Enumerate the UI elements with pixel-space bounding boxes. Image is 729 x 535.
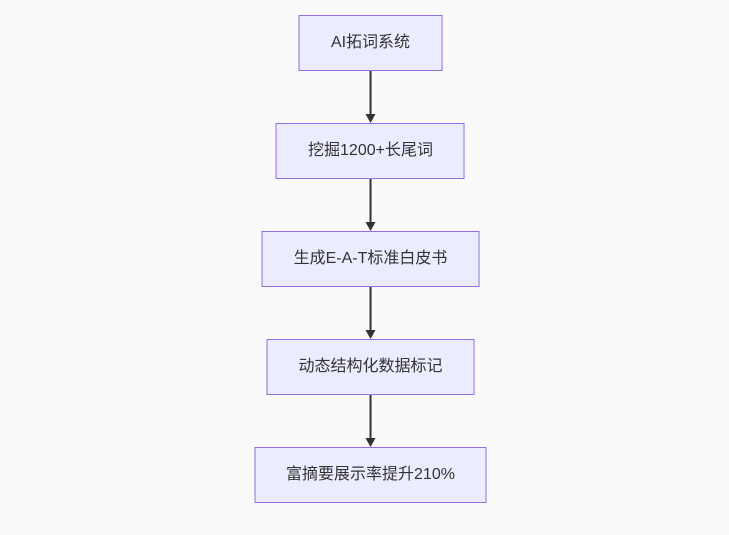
arrow-head-icon — [365, 330, 376, 339]
edge-arrow-2 — [365, 179, 376, 231]
flowchart: AI拓词系统 挖掘1200+长尾词 生成E-A-T标准白皮书 动态结构化数据标记 — [254, 15, 487, 503]
edge-arrow-4 — [365, 395, 376, 447]
flow-node-label: 生成E-A-T标准白皮书 — [293, 250, 448, 268]
arrow-line — [369, 71, 372, 115]
edge-arrow-3 — [365, 287, 376, 339]
flow-node-label: 富摘要展示率提升210% — [286, 466, 455, 484]
flow-node-eat-whitepaper: 生成E-A-T标准白皮书 — [261, 231, 480, 287]
flow-node-ai-expansion-system: AI拓词系统 — [298, 15, 443, 71]
flow-node-rich-snippet-result: 富摘要展示率提升210% — [254, 447, 487, 503]
flow-node-label: AI拓词系统 — [330, 34, 411, 52]
arrow-head-icon — [365, 114, 376, 123]
edge-arrow-1 — [365, 71, 376, 123]
flow-node-structured-data-markup: 动态结构化数据标记 — [266, 339, 475, 395]
arrow-line — [369, 395, 372, 439]
flow-node-label: 挖掘1200+长尾词 — [308, 142, 433, 160]
flow-node-label: 动态结构化数据标记 — [298, 358, 443, 376]
arrow-line — [369, 287, 372, 331]
arrow-head-icon — [365, 222, 376, 231]
arrow-line — [369, 179, 372, 223]
arrow-head-icon — [365, 438, 376, 447]
flow-node-longtail-mining: 挖掘1200+长尾词 — [276, 123, 465, 179]
